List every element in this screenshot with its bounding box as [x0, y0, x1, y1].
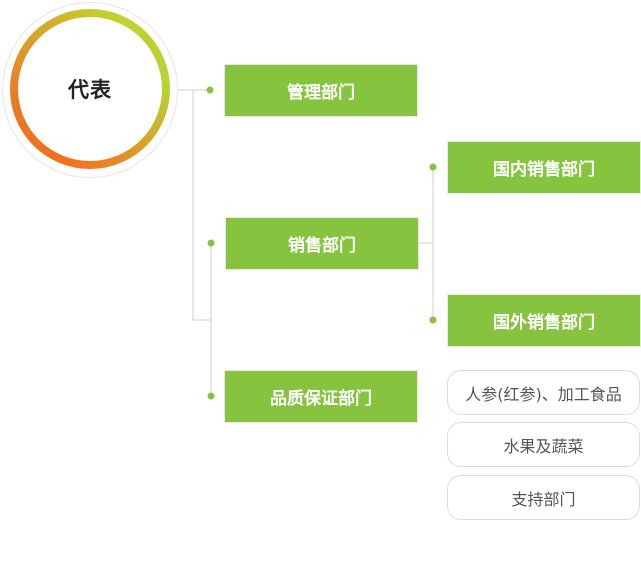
quality-sub-ginseng: 人参(红参)、加工食品: [447, 370, 640, 415]
dot-overseas-sales: [429, 316, 437, 324]
dot-sales: [207, 239, 215, 247]
root-node-ring: 代表: [10, 9, 170, 169]
root-node: 代表: [18, 17, 162, 161]
quality-sub-support: 支持部门: [447, 475, 640, 520]
dot-management: [206, 86, 214, 94]
dept-sales: 销售部门: [226, 218, 418, 269]
dot-domestic-sales: [429, 163, 437, 171]
quality-sub-fruit-vegetable: 水果及蔬菜: [447, 422, 640, 467]
dept-domestic-sales: 国内销售部门: [448, 142, 640, 193]
dept-quality: 品质保证部门: [225, 371, 417, 422]
dept-management: 管理部门: [225, 65, 417, 116]
dept-overseas-sales: 国外销售部门: [448, 295, 640, 346]
root-label: 代表: [68, 78, 112, 102]
dot-quality: [207, 392, 215, 400]
